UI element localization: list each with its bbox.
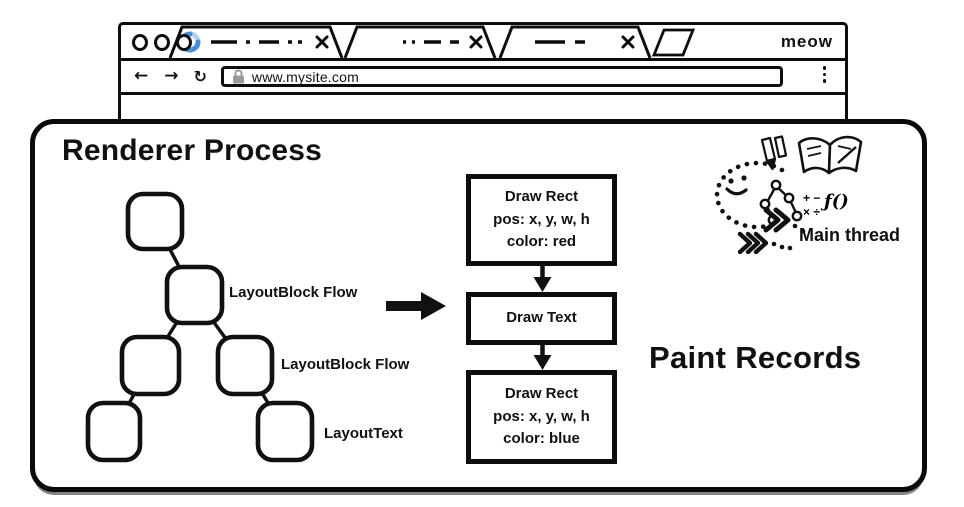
tab-bar: meow <box>121 25 845 61</box>
tree-node-leaf-left <box>85 400 143 463</box>
renderer-process-title: Renderer Process <box>62 134 323 167</box>
paint-record-line: pos: x, y, w, h <box>493 407 590 425</box>
window-control-button[interactable] <box>132 34 148 51</box>
refresh-button[interactable]: ↻ <box>193 66 207 86</box>
tree-node-label: LayoutBlock Flow <box>229 284 358 301</box>
connector-arrow-icon <box>533 341 552 370</box>
paint-record-line: Draw Rect <box>504 188 579 206</box>
main-thread-label: Main thread <box>799 225 901 245</box>
tree-node-label: LayoutText <box>324 425 403 442</box>
math-symbols: + − <box>803 191 820 205</box>
paint-record-box: Draw Rect pos: x, y, w, h color: red <box>466 174 617 266</box>
connector-arrow-icon <box>533 263 552 292</box>
paint-record-line: Draw Text <box>506 309 577 327</box>
tab-close-icon[interactable] <box>621 35 635 49</box>
tree-node-child-left <box>119 334 182 397</box>
window-control-button[interactable] <box>176 34 192 51</box>
pencil-icon <box>760 135 788 171</box>
dom-tree-icon <box>759 179 803 226</box>
math-symbols: × ÷ <box>803 205 820 219</box>
chevron-arrow-icon <box>763 207 791 233</box>
paint-record-line: color: red <box>506 233 577 251</box>
window-control-button[interactable] <box>154 34 170 51</box>
layout-tree <box>85 191 315 463</box>
address-bar[interactable]: www.mysite.com <box>220 66 783 87</box>
main-thread-doodle: + − × ÷ ƒ() <box>714 135 863 254</box>
overflow-menu-button[interactable] <box>822 66 826 83</box>
book-icon <box>797 135 863 175</box>
paint-record-box: Draw Rect pos: x, y, w, h color: blue <box>466 370 617 464</box>
triple-chevron-icon <box>737 231 769 254</box>
tree-node-layoutblock-2 <box>215 334 275 397</box>
paint-record-line: Draw Rect <box>504 385 579 403</box>
tab-1[interactable] <box>168 25 344 58</box>
tree-node-layoutblock-1 <box>164 264 225 326</box>
tab-3[interactable] <box>498 25 652 58</box>
tree-node-root <box>125 191 185 252</box>
smiley-face-icon <box>725 175 748 196</box>
paint-record-line: pos: x, y, w, h <box>493 210 590 228</box>
tree-edges <box>112 220 287 432</box>
forward-button[interactable]: → <box>164 66 179 86</box>
paint-records-heading: Paint Records <box>649 340 862 375</box>
lock-icon <box>232 69 244 84</box>
url-text: www.mysite.com <box>251 68 359 85</box>
trail-dots-icon <box>771 223 806 251</box>
browser-toolbar: ← → ↻ www.mysite.com <box>121 61 845 95</box>
window-controls <box>132 34 192 51</box>
tabs-strip <box>168 25 696 58</box>
browser-window: meow ← → ↻ www.mysite.com <box>118 22 848 128</box>
tree-node-label: LayoutBlock Flow <box>281 356 410 373</box>
paint-record-line: color: blue <box>503 430 580 448</box>
tab-close-icon[interactable] <box>315 35 329 49</box>
tab-2[interactable] <box>343 25 497 58</box>
new-tab-button[interactable] <box>651 28 696 57</box>
flow-arrow-icon <box>386 292 446 320</box>
tree-node-layouttext <box>255 400 315 463</box>
brand-label: meow <box>780 32 833 51</box>
paint-record-box: Draw Text <box>466 292 617 345</box>
function-symbol: ƒ() <box>820 191 849 212</box>
back-button[interactable]: ← <box>134 66 149 86</box>
tab-close-icon[interactable] <box>469 35 483 49</box>
